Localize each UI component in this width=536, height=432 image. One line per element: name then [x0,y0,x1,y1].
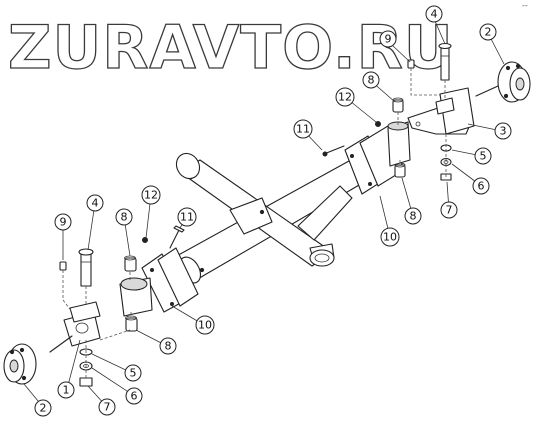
svg-text:2: 2 [485,26,492,39]
svg-text:11: 11 [296,123,310,136]
svg-text:2: 2 [40,402,47,415]
callout-8-left-bottom: 8 [159,337,177,355]
svg-text:7: 7 [446,204,453,217]
callout-10-right: 10 [380,227,400,247]
svg-text:8: 8 [165,340,172,353]
corner-mark: -- [522,1,528,10]
svg-text:6: 6 [131,390,138,403]
right-guide-lines [397,68,447,178]
part-8-left-bushings [119,255,153,332]
part-10-left-plate [141,247,199,313]
svg-text:5: 5 [130,367,137,380]
svg-text:12: 12 [144,189,158,202]
left-guide-lines [62,270,132,380]
callout-4-left: 4 [86,194,104,212]
axle-beam [172,152,379,284]
svg-text:8: 8 [368,74,375,87]
callout-12-left: 12 [141,185,161,205]
svg-text:10: 10 [198,319,212,332]
callout-4-right: 4 [425,5,443,23]
part-11-right-bolt [323,145,345,155]
callout-6-left: 6 [125,387,143,405]
svg-text:9: 9 [385,33,392,46]
svg-text:6: 6 [478,180,485,193]
callout-9-right: 9 [379,30,397,48]
svg-text:12: 12 [338,91,352,104]
callout-11-left: 11 [177,207,197,227]
callout-2-left: 2 [34,399,52,417]
part-4-right-kingpin [438,42,452,81]
part-8-right-bushings [387,97,411,178]
part-2-right-hub [475,61,531,103]
part-11-left-bolt [169,227,181,249]
callout-1: 1 [57,381,75,399]
callout-7-right: 7 [440,201,458,219]
callout-3: 3 [494,122,512,140]
callout-11-right: 11 [293,119,313,139]
part-1-left-knuckle [49,301,101,353]
callout-8-right-bottom: 8 [404,207,422,225]
svg-text:4: 4 [431,8,438,21]
callout-5-right: 5 [474,147,492,165]
watermark-text: ZURAVTO.RU [8,13,454,83]
callout-7-left: 7 [98,398,116,416]
svg-text:10: 10 [383,231,397,244]
callout-8-right-top: 8 [362,71,380,89]
svg-text:4: 4 [92,197,99,210]
part-4-left-kingpin [78,248,94,287]
part-5-6-7-right-stack [440,144,452,181]
callout-2-right: 2 [479,23,497,41]
svg-text:5: 5 [480,150,487,163]
part-12-left-nut [142,237,148,243]
callout-5-left: 5 [124,364,142,382]
callout-8-left-top: 8 [115,208,133,226]
part-3-steering-knuckle [407,87,475,135]
svg-text:11: 11 [180,211,194,224]
part-9-left [59,261,67,271]
callout-10-left: 10 [195,315,215,335]
svg-text:1: 1 [63,384,70,397]
svg-text:7: 7 [104,401,111,414]
callout-12-right: 12 [335,87,355,107]
callout-9-left: 9 [54,213,72,231]
part-2-left-hub [3,343,37,385]
callout-6-right: 6 [472,177,490,195]
svg-text:3: 3 [500,125,507,138]
svg-text:9: 9 [60,216,67,229]
svg-text:8: 8 [410,210,417,223]
part-12-right-nut [375,121,381,127]
svg-text:8: 8 [121,211,128,224]
